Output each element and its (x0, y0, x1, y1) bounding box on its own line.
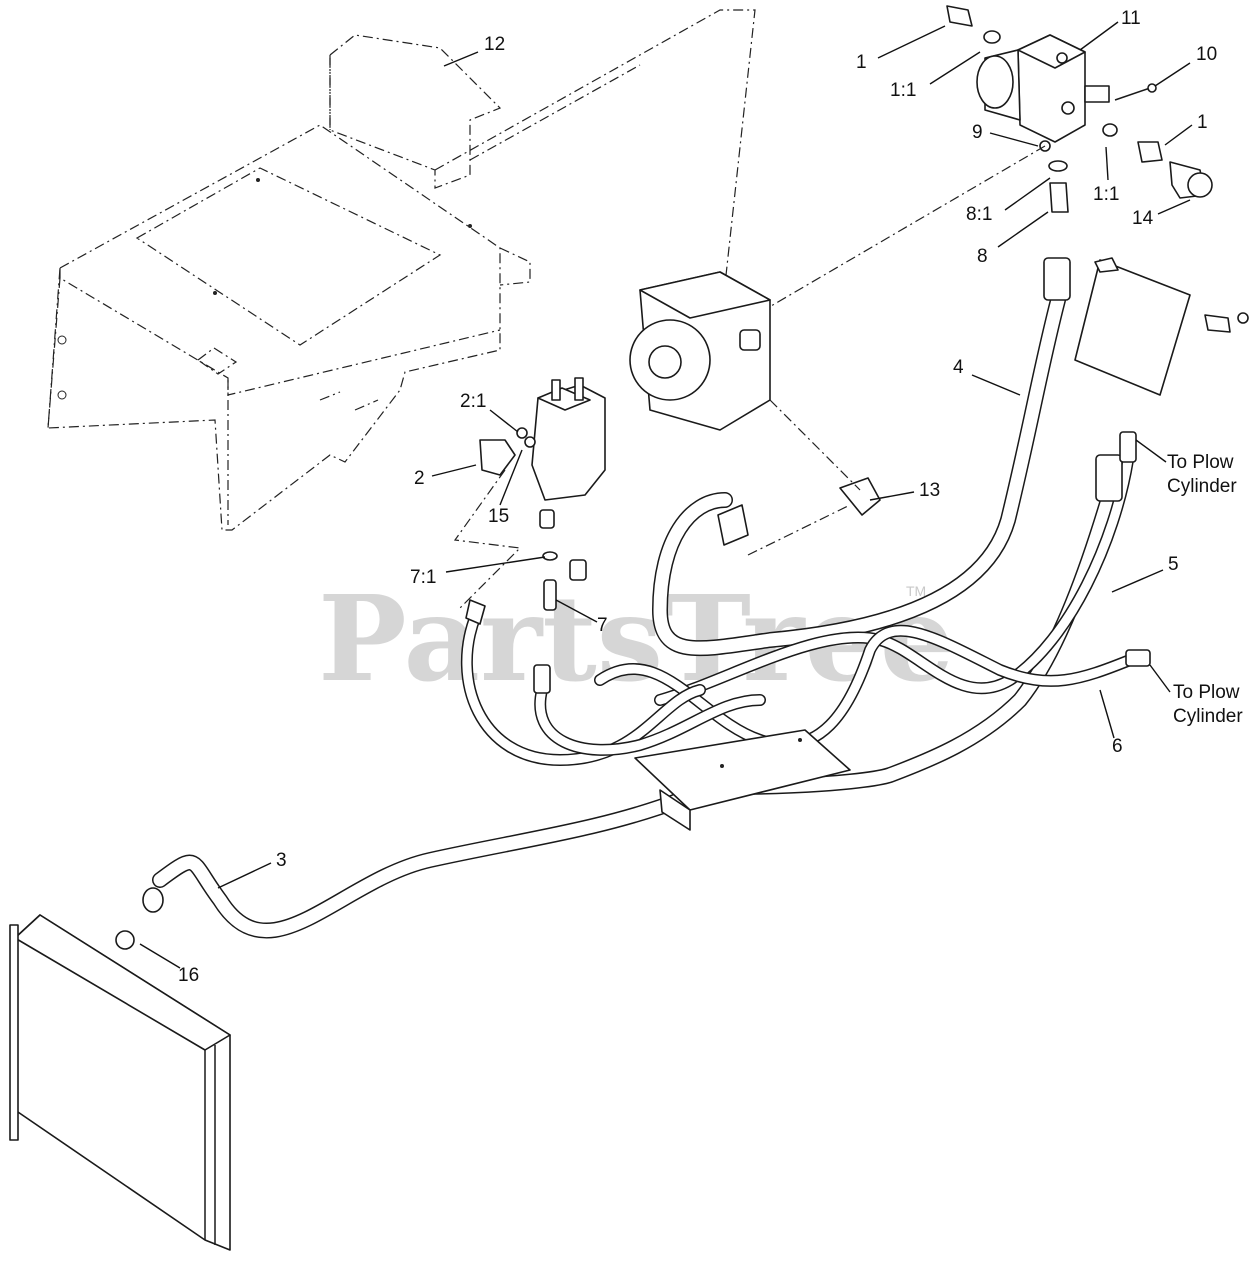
note-plow-upper-line2: Cylinder (1167, 476, 1237, 497)
hose-guard-lower (634, 729, 851, 831)
callout-1-top: 1 (856, 52, 867, 73)
note-plow-lower-line2: Cylinder (1173, 706, 1243, 727)
callout-8: 8 (977, 246, 988, 267)
callout-labels: 12 11 1 10 1:1 9 1 1:1 8:1 14 8 4 2:1 2 … (178, 8, 1217, 986)
callout-1-right: 1 (1197, 112, 1208, 133)
valve-assembly-11 (729, 5, 1213, 331)
callout-11: 11 (1121, 8, 1141, 29)
hose-5 (654, 431, 1137, 795)
note-plow-upper-line1: To Plow (1167, 452, 1234, 473)
pump-13 (629, 271, 881, 556)
callout-6: 6 (1112, 736, 1123, 757)
callout-12: 12 (484, 34, 505, 55)
hose-7 (460, 551, 766, 767)
shield-part-12 (329, 9, 756, 331)
callout-9: 9 (972, 122, 983, 143)
leader-lines (139, 21, 1193, 969)
callout-5: 5 (1168, 554, 1179, 575)
callout-10: 10 (1196, 44, 1217, 65)
callout-8-1: 8:1 (966, 204, 992, 225)
callout-2: 2 (414, 468, 425, 489)
callout-7: 7 (597, 615, 608, 636)
callout-4: 4 (953, 357, 964, 378)
callout-16: 16 (178, 965, 199, 986)
note-plow-lower-line1: To Plow (1173, 682, 1240, 703)
callout-13: 13 (919, 480, 940, 501)
oil-cooler (9, 914, 231, 1251)
control-valve-assembly (453, 377, 606, 609)
callout-15: 15 (488, 506, 509, 527)
hose-3 (142, 792, 688, 939)
plow-cylinder-notes: To Plow Cylinder To Plow Cylinder (1167, 452, 1243, 727)
watermark-trademark: TM (906, 583, 926, 599)
callout-7-1: 7:1 (410, 567, 436, 588)
callout-14: 14 (1132, 208, 1154, 229)
callout-3: 3 (276, 850, 287, 871)
hose-4 (652, 257, 1071, 657)
hose-guard (1074, 257, 1249, 396)
frame-housing (47, 124, 531, 531)
hose-6 (594, 624, 1151, 751)
callout-1-1-left: 1:1 (890, 80, 916, 101)
callout-1-1-right: 1:1 (1093, 184, 1119, 205)
callout-2-1: 2:1 (460, 391, 486, 412)
